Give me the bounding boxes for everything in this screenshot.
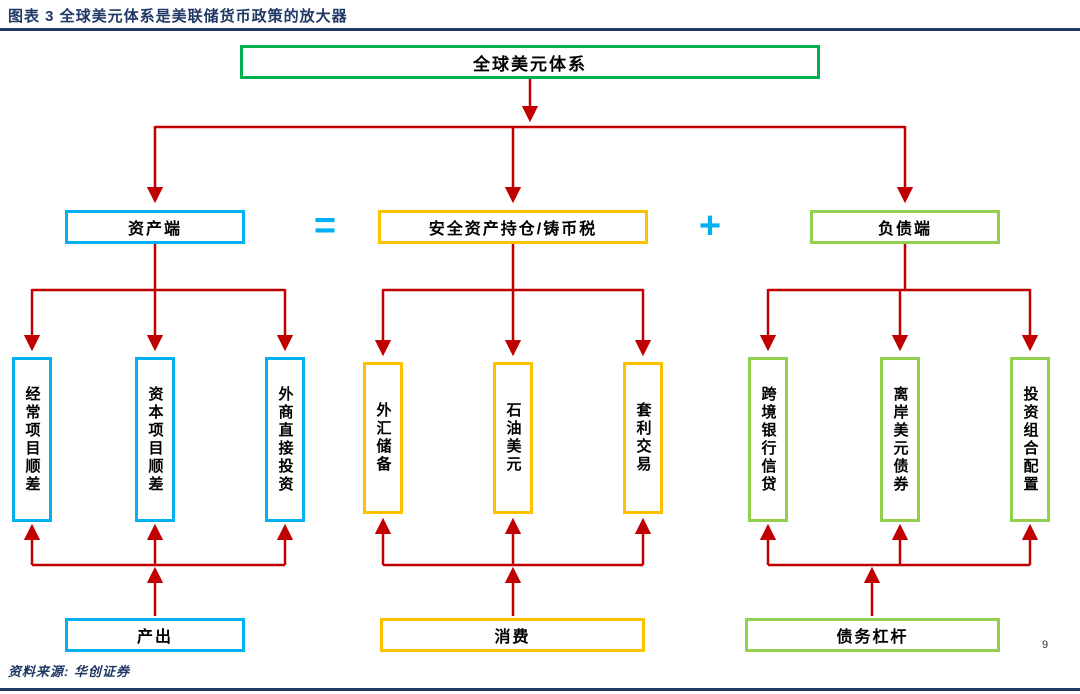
node-foreign-direct-investment: 外商直接投资 bbox=[265, 357, 305, 522]
node-output: 产出 bbox=[65, 618, 245, 652]
node-consumption: 消费 bbox=[380, 618, 645, 652]
page-number: 9 bbox=[1042, 639, 1049, 651]
plus-operator: + bbox=[698, 204, 722, 247]
node-global-dollar-system: 全球美元体系 bbox=[240, 45, 820, 79]
node-fx-reserves: 外汇储备 bbox=[363, 362, 403, 514]
node-portfolio-allocation: 投资组合配置 bbox=[1010, 357, 1050, 522]
source-note: 资料来源: 华创证券 bbox=[8, 664, 130, 679]
node-cross-border-bank-credit: 跨境银行信贷 bbox=[748, 357, 788, 522]
node-liability-side: 负债端 bbox=[810, 210, 1000, 244]
node-debt-leverage: 债务杠杆 bbox=[745, 618, 1000, 652]
node-asset-side: 资产端 bbox=[65, 210, 245, 244]
node-petrodollar: 石油美元 bbox=[493, 362, 533, 514]
node-offshore-dollar-bonds: 离岸美元债券 bbox=[880, 357, 920, 522]
node-capital-account-surplus: 资本项目顺差 bbox=[135, 357, 175, 522]
title-rule bbox=[0, 28, 1080, 31]
figure-title: 图表 3 全球美元体系是美联储货币政策的放大器 bbox=[8, 8, 348, 25]
node-current-account-surplus: 经常项目顺差 bbox=[12, 357, 52, 522]
footer-rule bbox=[0, 688, 1080, 691]
equals-operator: = bbox=[313, 204, 337, 247]
node-safe-asset-seigniorage: 安全资产持仓/铸币税 bbox=[378, 210, 648, 244]
node-carry-trade: 套利交易 bbox=[623, 362, 663, 514]
